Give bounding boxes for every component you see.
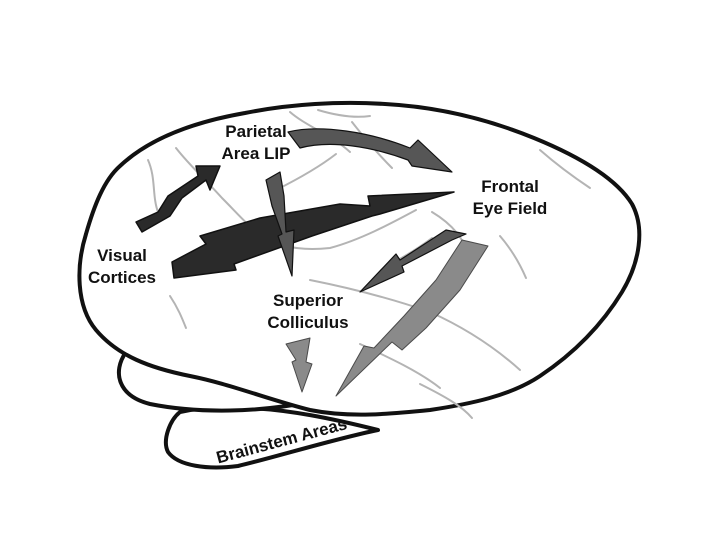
arrow-lip-to-fef [287, 128, 453, 173]
brain-outline [77, 100, 642, 417]
label-visual-cortices: Visual Cortices [72, 245, 172, 289]
sulcus-line [539, 149, 591, 189]
label-line: Eye Field [472, 199, 548, 218]
sulcus-line [499, 235, 527, 279]
arrow-lip-to-sc [265, 171, 295, 277]
label-line: Colliculus [267, 313, 349, 332]
label-line: Visual [97, 246, 147, 265]
sulcus-line [317, 109, 371, 118]
label-line: Area LIP [221, 144, 291, 163]
arrow-sc-to-brainstem [285, 337, 313, 393]
arrow-visual-to-fef [171, 191, 455, 279]
sulcus-line [169, 295, 187, 329]
arrow-fef-to-brainstem [335, 239, 489, 397]
label-line: Frontal [481, 177, 539, 196]
label-parietal-area-lip: Parietal Area LIP [206, 121, 306, 165]
label-frontal-eye-field: Frontal Eye Field [455, 176, 565, 220]
label-superior-colliculus: Superior Colliculus [248, 290, 368, 334]
arrow-fef-to-sc [359, 229, 467, 293]
label-line: Parietal [225, 122, 287, 141]
label-line: Superior [273, 291, 343, 310]
label-line: Cortices [87, 268, 157, 287]
sulcus-line [419, 383, 473, 419]
arrow-visual-to-lip [135, 165, 221, 233]
sulcus-line [147, 159, 159, 213]
pathway-arrows [135, 128, 489, 397]
